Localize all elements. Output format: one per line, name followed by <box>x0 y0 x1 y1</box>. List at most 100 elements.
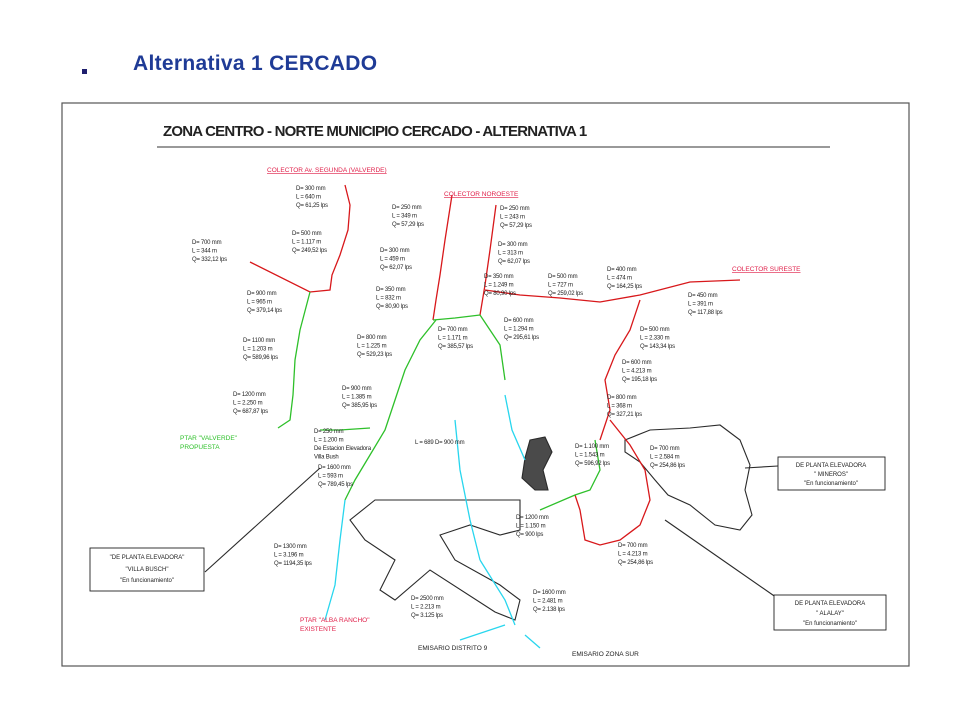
pipe-label-p14: D= 350 mm L = 832 m Q= 80,90 lps <box>376 287 408 310</box>
box-alalay-line3: "En funcionamiento" <box>803 621 857 627</box>
pipe-label-p5: D= 1100 mmL = 1.203 mQ= 589,96 lps <box>243 338 278 361</box>
pipe-label-line: D= 800 mm <box>607 395 637 401</box>
green-link-b <box>479 314 506 381</box>
pipe-label-line: Q= 900 lps <box>516 532 543 538</box>
label-emisario-distrito9: EMISARIO DISTRITO 9 <box>418 645 488 652</box>
pipe-label-p30: D= 700 mmL = 4.213 mQ= 254,86 lps <box>618 543 653 566</box>
pipe-label-line: Q= 249,52 lps <box>292 248 327 254</box>
pipe-label-line: D= 350 mm <box>376 287 406 293</box>
pipe-label-line: D= 1600 mm <box>533 590 566 596</box>
pipe-label-line: D= 700 mm <box>618 543 648 549</box>
pipe-label-line: L = 832 m <box>376 296 401 302</box>
ptar-alba-line1: PTAR "ALBA RANCHO" <box>300 617 370 624</box>
pipe-label-line: D= 500 mm <box>292 231 322 237</box>
pipe-label-p18: D= 800 mmL = 1.225 mQ= 529,23 lps <box>357 335 392 358</box>
pipe-label-p1: D= 300 mmL = 640 mQ= 61,25 lps <box>296 186 328 209</box>
lake-small-outline <box>521 436 553 491</box>
label-collector-noroeste: COLECTOR NOROESTE <box>444 191 519 198</box>
box-mineros-frame <box>777 456 886 491</box>
pipe-label-p27: D= 1600 mmL = 593 mQ= 789,45 lps <box>318 465 353 488</box>
pipe-label-line: L = 1.294 m <box>504 327 534 333</box>
pipe-label-line: Q= 327,21 lps <box>607 412 642 418</box>
pipe-label-line: Q= 80,90 lps <box>376 304 408 310</box>
sureste-collector-line <box>599 299 641 441</box>
pipe-label-line: D= 700 mm <box>650 446 680 452</box>
plan-frame <box>61 102 910 667</box>
box-alalay-line1: DE PLANTA ELEVADORA <box>795 601 865 607</box>
pipe-label-line: Q= 80,90 lps <box>484 291 516 297</box>
pipe-label-line: Q= 789,45 lps <box>318 482 353 488</box>
pipe-label-line: L = 1.200 m <box>314 438 344 444</box>
pipe-label-p2: D= 500 mmL = 1.117 mQ= 249,52 lps <box>292 231 327 254</box>
ptar-valverde-line1: PTAR "VALVERDE" <box>180 435 238 442</box>
mineros-leader <box>744 465 779 469</box>
pipe-label-line: L = 243 m <box>500 215 525 221</box>
emisario-main-line <box>324 499 346 621</box>
pipe-label-line: L = 391 m <box>688 302 713 308</box>
pipe-label-line: Q= 117,88 lps <box>688 310 723 316</box>
green-link-d <box>320 427 371 431</box>
pipe-label-line: L = 474 m <box>607 276 632 282</box>
pipe-label-p28: D= 1200 mm L = 1.150 m Q= 900 lps <box>516 515 549 538</box>
pipe-label-p25: D= 1.100 mm L = 1.543 m Q= 596,92 lps <box>575 444 610 467</box>
box-mineros-line2: " MINEROS" <box>814 472 848 478</box>
pipe-label-line: L = 1.543 m <box>575 453 605 459</box>
pipe-label-line: Q= 61,25 lps <box>296 203 328 209</box>
pipe-label-line: L = 1.150 m <box>516 524 546 530</box>
emisario-branch-a <box>454 419 481 561</box>
noroeste-collector-a <box>432 194 453 321</box>
pipe-label-p6: D= 1200 mmL = 2.250 mQ= 687,87 lps <box>233 392 268 415</box>
label-collector-sureste: COLECTOR SURESTE <box>732 266 801 273</box>
pipe-label-line: Q= 57,29 lps <box>392 222 424 228</box>
pipe-label-line: L = 344 m <box>192 249 217 255</box>
pipe-label-p7: D= 250 mmL = 349 mQ= 57,29 lps <box>392 205 424 228</box>
pipe-label-line: D= 300 mm <box>296 186 326 192</box>
pipe-label-line: D= 1.100 mm <box>575 444 609 450</box>
pipe-label-line: D= 250 mm <box>500 206 530 212</box>
pipe-label-line: D= 1200 mm <box>516 515 549 521</box>
pipe-label-line: D= 500 mm <box>640 327 670 333</box>
central-green-line <box>344 319 437 501</box>
pipe-label-p3: D= 700 mmL = 344 mQ= 332,12 lps <box>192 240 227 263</box>
pipe-label-p11: D= 350 mmL = 1.249 mQ= 80,90 lps <box>484 274 516 297</box>
pipe-label-line: L = 459 m <box>380 257 405 263</box>
pipe-label-line: Q= 254,86 lps <box>650 463 685 469</box>
plan-title: ZONA CENTRO - NORTE MUNICIPIO CERCADO - … <box>163 123 587 140</box>
pipe-label-line: L = 368 m <box>607 404 632 410</box>
pipe-label-line: L = 1.171 m <box>438 336 468 342</box>
pipe-label-line: D= 250 mm <box>392 205 422 211</box>
pipe-label-line: L = 727 m <box>548 283 573 289</box>
pipe-label-p24: L = 689 D= 900 mm <box>415 440 465 446</box>
box-villa-busch-line3: "En funcionamiento" <box>120 578 174 584</box>
pipe-label-p21: D= 900 mmL = 1.385 mQ= 385,95 lps <box>342 386 377 409</box>
box-villa-busch-line1: "DE PLANTA ELEVADORA" <box>110 555 185 561</box>
pipe-label-line: L = 689 D= 900 mm <box>415 440 465 446</box>
green-collectors <box>277 291 601 511</box>
pipe-label-p32: D= 1600 mmL = 2.481 mQ= 2.138 lps <box>533 590 566 613</box>
pipe-label-p15: D= 600 mmL = 1.294 mQ= 295,61 lps <box>504 318 539 341</box>
pipe-label-line: Q= 385,95 lps <box>342 403 377 409</box>
box-mineros-line1: DE PLANTA ELEVADORA <box>796 463 866 469</box>
facility-ptar-alba: PTAR "ALBA RANCHO" EXISTENTE <box>300 617 370 633</box>
pipe-label-p19: D= 500 mmL = 2.330 mQ= 143,34 lps <box>640 327 675 350</box>
pipe-label-p12: D= 500 mmL = 727 mQ= 259,02 lps <box>548 274 583 297</box>
pipe-label-line: D= 400 mm <box>607 267 637 273</box>
pipe-label-line: Q= 332,12 lps <box>192 257 227 263</box>
facility-ptar-valverde: PTAR "VALVERDE" PROPUESTA <box>180 435 238 451</box>
box-alalay-line2: " ALALAY" <box>816 611 844 617</box>
cyan-emisarios <box>324 394 541 649</box>
pipe-label-line: Q= 687,87 lps <box>233 409 268 415</box>
pipe-label-line: L = 2.481 m <box>533 599 563 605</box>
box-mineros: DE PLANTA ELEVADORA " MINEROS" "En funci… <box>777 456 886 491</box>
pipe-label-line: D= 1600 mm <box>318 465 351 471</box>
pipe-label-line: D= 900 mm <box>342 386 372 392</box>
noroeste-collector-c <box>484 279 741 303</box>
pipe-label-p20: D= 600 mmL = 4.213 mQ= 195,18 lps <box>622 360 657 383</box>
emisario-lake-line <box>504 394 526 461</box>
pipe-label-line: De Estacion Elevadora <box>314 446 372 452</box>
pipe-label-line: Q= 57,29 lps <box>500 223 532 229</box>
box-alalay: DE PLANTA ELEVADORA " ALALAY" "En funcio… <box>773 594 887 631</box>
pipe-label-line: Q= 596,92 lps <box>575 461 610 467</box>
pipe-label-line: Q= 62,07 lps <box>380 265 412 271</box>
